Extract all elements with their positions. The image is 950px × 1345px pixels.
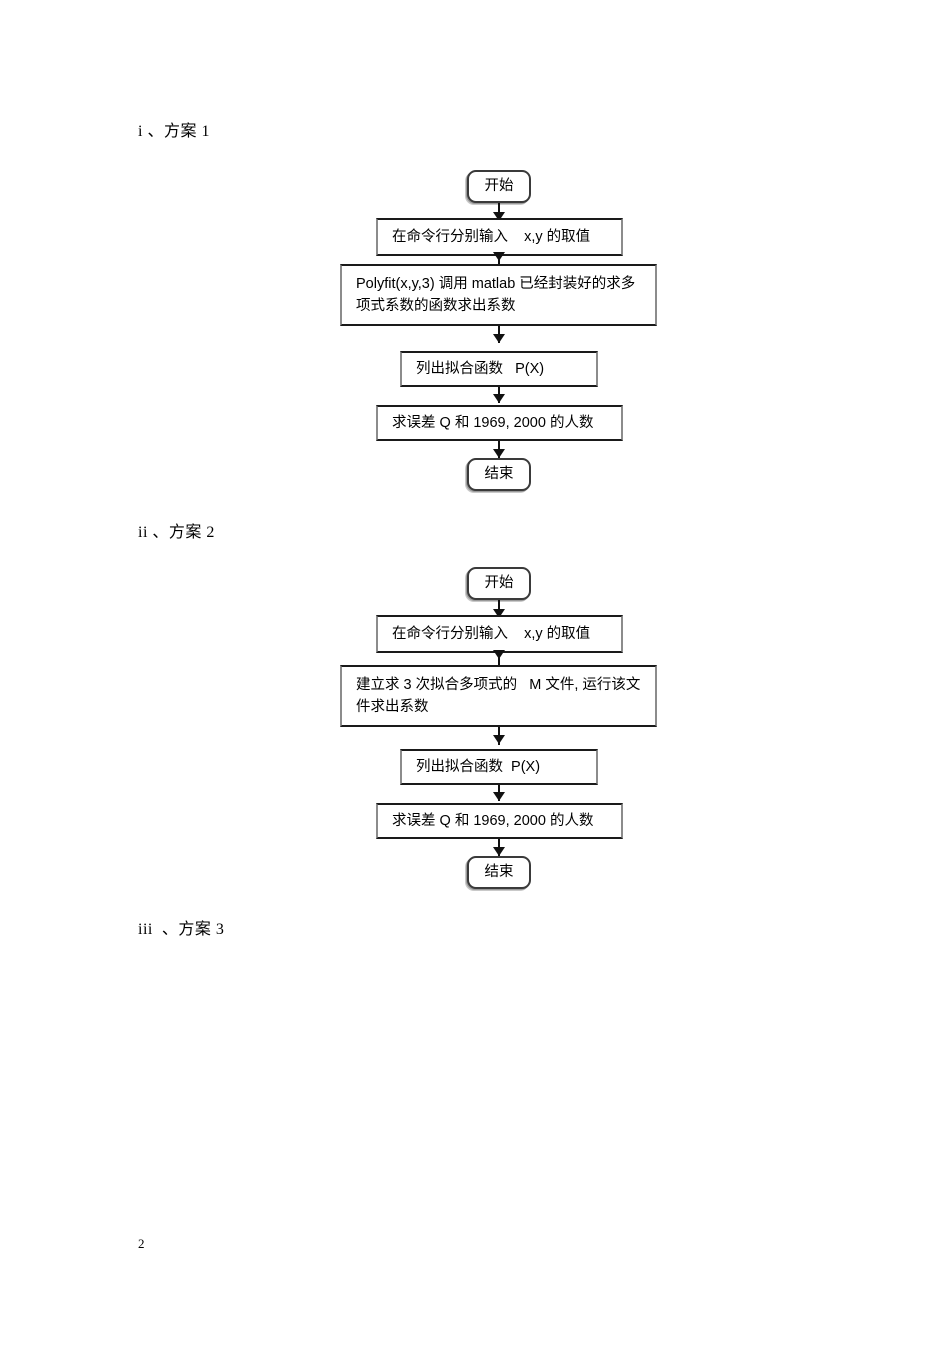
flow1-node-error-label: 求误差 Q 和 1969, 2000 的人数	[392, 414, 594, 431]
flow2-arrow-start-input	[493, 609, 505, 618]
section-heading-scheme-3: iii 、方案 3	[138, 921, 225, 938]
flow2-arrow-list-error	[493, 792, 505, 801]
flow1-arrow-error-end	[493, 449, 505, 458]
flow1-node-end-label: 结束	[484, 466, 514, 483]
flow2-node-input-label: 在命令行分别输入 x,y 的取值	[392, 625, 591, 642]
flow2-node-start[interactable]: 开始	[467, 567, 531, 600]
flow1-arrow-polyfit-list	[493, 334, 505, 343]
flow2-connector-input-mfile	[498, 653, 500, 667]
flow1-connector-input-polyfit	[498, 256, 500, 270]
flow2-arrow-mfile-list	[493, 735, 505, 744]
flow2-arrow-input-mfile	[493, 650, 505, 659]
flow1-node-error[interactable]: 求误差 Q 和 1969, 2000 的人数	[376, 405, 623, 441]
flow2-connector-start-input	[498, 600, 500, 614]
page-number: 2	[138, 1236, 145, 1251]
flow1-node-input[interactable]: 在命令行分别输入 x,y 的取值	[376, 218, 623, 256]
flow1-node-input-label: 在命令行分别输入 x,y 的取值	[392, 228, 591, 245]
section-heading-scheme-1: i 、方案 1	[138, 123, 210, 140]
flow2-node-list-label: 列出拟合函数 P(X)	[416, 758, 541, 775]
flow1-node-end[interactable]: 结束	[467, 458, 531, 491]
flow1-arrow-list-error	[493, 394, 505, 403]
section-heading-scheme-2: ii 、方案 2	[138, 524, 215, 541]
flow2-node-error-label: 求误差 Q 和 1969, 2000 的人数	[392, 812, 594, 829]
flow2-node-mfile-label: 建立求 3 次拟合多项式的 M 文件, 运行该文件求出系数	[356, 676, 641, 715]
flow2-node-list[interactable]: 列出拟合函数 P(X)	[400, 749, 598, 785]
flow2-node-mfile[interactable]: 建立求 3 次拟合多项式的 M 文件, 运行该文件求出系数	[340, 665, 657, 727]
flow1-node-list-label: 列出拟合函数 P(X)	[416, 360, 545, 377]
flow2-node-end[interactable]: 结束	[467, 856, 531, 889]
flow2-arrow-error-end	[493, 847, 505, 856]
flow2-node-error[interactable]: 求误差 Q 和 1969, 2000 的人数	[376, 803, 623, 839]
flow2-node-start-label: 开始	[484, 575, 514, 592]
flow1-node-polyfit-label: Polyfit(x,y,3) 调用 matlab 已经封装好的求多项式系数的函数…	[356, 275, 636, 314]
flow1-arrow-input-polyfit	[493, 252, 505, 261]
flow1-node-list[interactable]: 列出拟合函数 P(X)	[400, 351, 598, 387]
flow1-node-start[interactable]: 开始	[467, 170, 531, 203]
flow1-node-polyfit[interactable]: Polyfit(x,y,3) 调用 matlab 已经封装好的求多项式系数的函数…	[340, 264, 657, 326]
flow2-node-input[interactable]: 在命令行分别输入 x,y 的取值	[376, 615, 623, 653]
flow1-arrow-start-input	[493, 212, 505, 221]
flow1-connector-start-input	[498, 203, 500, 217]
flow1-node-start-label: 开始	[484, 178, 514, 195]
flow2-node-end-label: 结束	[484, 864, 514, 881]
